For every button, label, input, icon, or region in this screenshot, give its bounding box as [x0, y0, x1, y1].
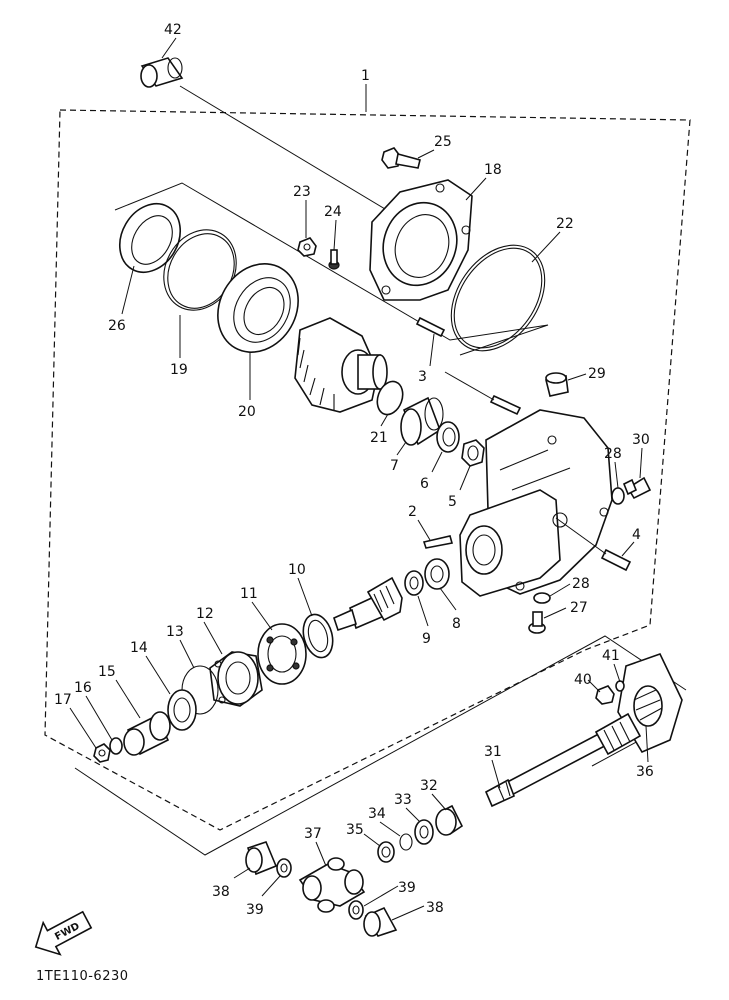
part-38-bearing-right	[363, 906, 398, 937]
callout-37: 37	[304, 826, 322, 842]
part-31-drive-shaft	[484, 712, 642, 808]
callout-28: 28	[604, 446, 622, 462]
fwd-arrow-icon: FWD	[34, 910, 93, 956]
callout-25: 25	[434, 134, 452, 150]
part-3-stud	[415, 316, 522, 416]
part-15-coupling	[123, 711, 171, 756]
part-8-bearing	[424, 558, 450, 590]
callout-21: 21	[370, 430, 388, 446]
callout-35: 35	[346, 822, 364, 838]
callout-34: 34	[368, 806, 386, 822]
part-9-collar	[404, 570, 424, 596]
callout-4: 4	[632, 527, 641, 543]
callout-32: 32	[420, 778, 438, 794]
part-18-bearing-housing	[369, 179, 473, 301]
part-28-washer-lower	[533, 592, 551, 604]
part-26-oil-seal	[119, 203, 181, 273]
part-42-bushing	[140, 57, 184, 88]
part-39-circlip-right	[348, 900, 364, 920]
assembly-boundary	[44, 109, 691, 831]
callout-38-left: 38	[212, 884, 230, 900]
callout-17: 17	[54, 692, 72, 708]
part-37-universal-joint	[298, 857, 366, 913]
part-2-stud	[422, 535, 454, 549]
callout-7: 7	[390, 458, 399, 474]
callout-29: 29	[588, 366, 606, 382]
part-28-washer-upper	[611, 487, 625, 505]
callout-10: 10	[288, 562, 306, 578]
part-14-oil-seal	[167, 689, 197, 731]
part-11-bearing	[257, 623, 307, 685]
callout-3: 3	[418, 369, 427, 385]
part-23-nut	[297, 237, 317, 257]
part-34-circlip	[399, 833, 413, 851]
part-20-bearing	[217, 263, 299, 353]
callout-22: 22	[556, 216, 574, 232]
callout-15: 15	[98, 664, 116, 680]
callout-39-left: 39	[246, 902, 264, 918]
callout-11: 11	[240, 586, 258, 602]
callout-41: 41	[602, 648, 620, 664]
part-21-shim	[376, 380, 404, 416]
callout-30: 30	[632, 432, 650, 448]
part-22-o-ring	[450, 244, 546, 352]
part-41-washer	[615, 680, 625, 692]
part-35-bearing	[377, 841, 395, 863]
callout-26: 26	[108, 318, 126, 334]
part-29-cap	[545, 372, 569, 397]
part-6-collar	[436, 421, 460, 453]
callout-12: 12	[196, 606, 214, 622]
callout-8: 8	[452, 616, 461, 632]
callout-42: 42	[164, 22, 182, 38]
part-12-bearing-retainer	[209, 651, 263, 707]
part-5-nut	[461, 439, 485, 467]
callout-16: 16	[74, 680, 92, 696]
drive-pinion-gear	[333, 576, 403, 632]
part-7-roller-bearing	[400, 396, 444, 446]
part-24-screw	[328, 249, 340, 270]
callout-28-lower: 28	[572, 576, 590, 592]
part-17-nut	[93, 743, 111, 763]
part-32-bearing	[435, 804, 464, 836]
part-30-plug	[622, 476, 652, 500]
callout-2: 2	[408, 504, 417, 520]
part-16-washer	[109, 737, 123, 755]
part-39-circlip-left	[276, 858, 292, 878]
diagram-code: 1TE110-6230	[36, 969, 129, 984]
callout-1: 1	[361, 68, 370, 84]
ring-gear	[294, 317, 388, 413]
callout-24: 24	[324, 204, 342, 220]
final-gear-case	[459, 409, 613, 597]
callout-23: 23	[293, 184, 311, 200]
callout-33: 33	[394, 792, 412, 808]
callout-5: 5	[448, 494, 457, 510]
callout-27: 27	[570, 600, 588, 616]
part-4-stud	[600, 548, 632, 572]
callout-36: 36	[636, 764, 654, 780]
callout-18: 18	[484, 162, 502, 178]
part-40-nut	[595, 685, 615, 705]
callout-20: 20	[238, 404, 256, 420]
part-25-bolt	[381, 147, 421, 169]
part-38-bearing-left	[245, 841, 278, 876]
callout-38-right: 38	[426, 900, 444, 916]
part-27-drain-bolt	[528, 611, 546, 634]
callout-labels: 1 42 25 18 23 24 22 26 19 3 29 20 21 30 …	[54, 22, 654, 918]
callout-14: 14	[130, 640, 148, 656]
part-10-shim	[302, 613, 334, 659]
callout-19: 19	[170, 362, 188, 378]
callout-31: 31	[484, 744, 502, 760]
callout-9: 9	[422, 631, 431, 647]
callout-13: 13	[166, 624, 184, 640]
part-33-washer	[414, 819, 434, 845]
callout-6: 6	[420, 476, 429, 492]
callout-39-right: 39	[398, 880, 416, 896]
callout-40: 40	[574, 672, 592, 688]
